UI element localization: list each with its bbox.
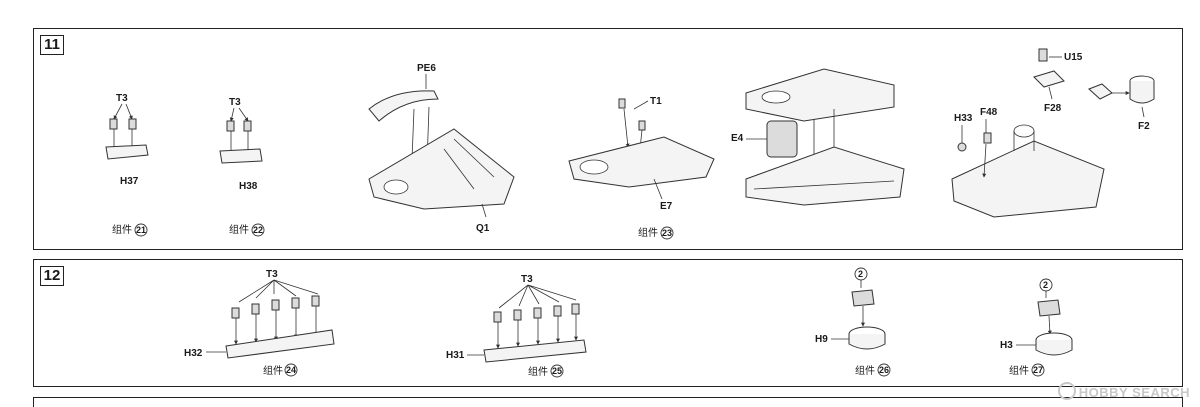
- assembly-f: U15 F28 F2 H33 F48: [951, 48, 1155, 218]
- part-label-h37: H37: [120, 176, 139, 187]
- part-label-t3: T3: [229, 97, 241, 108]
- part-h3: [1035, 340, 1073, 356]
- assembly-number-22: 22: [253, 225, 263, 235]
- part-label-f48: F48: [980, 107, 998, 118]
- part-label-f2: F2: [1138, 121, 1150, 132]
- step-12-number: 12: [40, 266, 64, 286]
- part-h31: [483, 339, 587, 363]
- part-q1: [368, 128, 515, 210]
- assembly-number-24: 24: [286, 365, 296, 375]
- assembly-label-22: 组件: [229, 223, 249, 236]
- part-label-h31: H31: [446, 350, 465, 361]
- part-h32: [225, 329, 335, 359]
- assembly-badge-21: [134, 223, 148, 237]
- assembly-number-25: 25: [552, 366, 562, 376]
- assembly-22: T3 H38 组件 22: [219, 97, 265, 237]
- step-13-panel-edge: [33, 397, 1183, 407]
- step-12-diagram: T3 H32 组件 24 T3: [184, 267, 1073, 378]
- assembly-number-23: 23: [662, 228, 672, 238]
- qty-badge-26: 2: [858, 269, 863, 279]
- part-label-e4: E4: [731, 133, 744, 144]
- assembly-e4: E4: [731, 68, 905, 206]
- assembly-27: 2 H3 组件 27: [1000, 278, 1073, 377]
- assembly-pe6-q1: PE6 Q1: [368, 63, 515, 234]
- step-11-diagram: T3 H37 组件 21 T3 H38 组件 22: [105, 48, 1155, 240]
- step-12-panel: 12 T3 H32 组件 24 T3: [33, 259, 1183, 387]
- step-11-panel: 11 T3 H37 组件 21 T3: [33, 28, 1183, 250]
- assembly-label-27: 组件: [1009, 364, 1029, 377]
- part-h9: [848, 334, 886, 350]
- part-f28: [1033, 70, 1065, 88]
- watermark-logo-icon: [1057, 382, 1076, 400]
- part-label-h33: H33: [954, 113, 973, 124]
- part-label-h9: H9: [815, 334, 828, 345]
- step-11-number: 11: [40, 35, 64, 55]
- assembly-number-26: 26: [879, 365, 889, 375]
- part-label-t1: T1: [650, 96, 662, 107]
- assembly-label-21: 组件: [112, 223, 132, 236]
- assembly-label-26: 组件: [855, 364, 875, 377]
- assembly-25: T3 H31 组件 25: [446, 274, 587, 378]
- watermark: HOBBY SEARCH: [1057, 382, 1190, 400]
- assembly-label-25: 组件: [528, 365, 548, 378]
- part-label-h3: H3: [1000, 340, 1013, 351]
- part-label-u15: U15: [1064, 52, 1083, 63]
- assembly-number-27: 27: [1033, 365, 1043, 375]
- assembly-23: T1 E7 组件 23: [568, 96, 715, 240]
- part-e7: [568, 136, 715, 188]
- part-label-pe6: PE6: [417, 63, 436, 74]
- assembly-24: T3 H32 组件 24: [184, 269, 335, 377]
- assembly-21: T3 H37 组件 21: [105, 93, 149, 237]
- assembly-label-24: 组件: [263, 364, 283, 377]
- assembly-label-23: 组件: [638, 226, 658, 239]
- part-h37: [105, 144, 149, 160]
- assembly-26: 2 H9 组件 26: [815, 267, 891, 377]
- part-label-h38: H38: [239, 181, 258, 192]
- part-f2: [1129, 81, 1155, 104]
- part-label-h32: H32: [184, 348, 203, 359]
- part-label-t3: T3: [116, 93, 128, 104]
- part-h38: [219, 148, 263, 164]
- qty-badge-27: 2: [1043, 280, 1048, 290]
- part-label-e7: E7: [660, 201, 673, 212]
- part-e4: [766, 120, 798, 158]
- part-pe6: [368, 90, 439, 122]
- watermark-text: HOBBY SEARCH: [1078, 385, 1190, 400]
- part-t3-b: [128, 118, 137, 130]
- part-label-t3: T3: [521, 274, 533, 285]
- part-t3-a: [109, 118, 118, 130]
- assembly-number-21: 21: [136, 225, 146, 235]
- part-label-f28: F28: [1044, 103, 1062, 114]
- part-label-q1: Q1: [476, 223, 490, 234]
- part-label-t3: T3: [266, 269, 278, 280]
